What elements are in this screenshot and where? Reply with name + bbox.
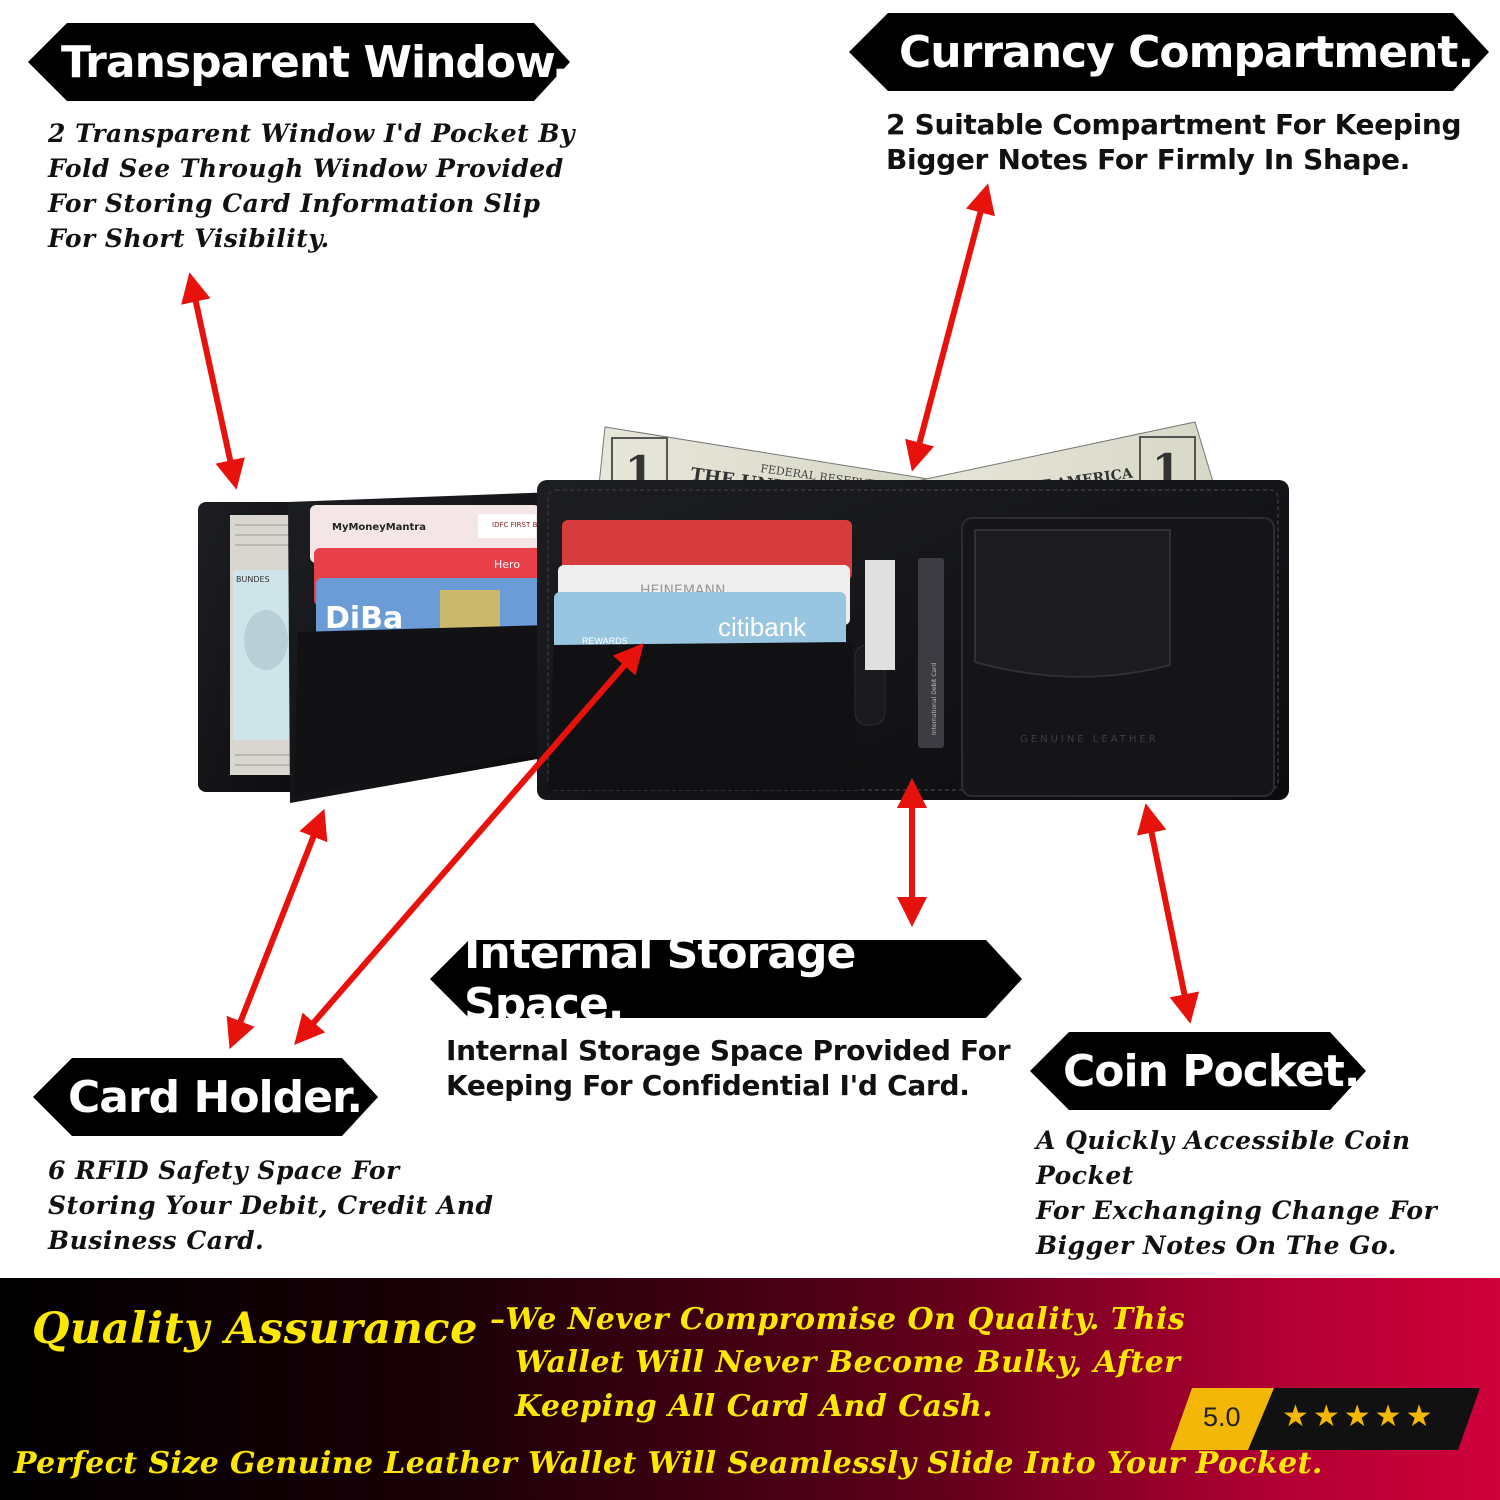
arrow-coin-pocket — [1136, 803, 1200, 1024]
coin-pocket-description: A Quickly Accessible Coin Pocket For Exc… — [1036, 1123, 1500, 1263]
arrow-transparent-window — [181, 272, 245, 490]
currency-compartment-description: 2 Suitable Compartment For Keeping Bigge… — [886, 107, 1462, 177]
desc-line: A Quickly Accessible Coin Pocket — [1036, 1126, 1411, 1190]
arrow-card-holder — [226, 808, 328, 1050]
internal-card — [918, 558, 944, 748]
card-holder-banner: Card Holder. — [33, 1058, 378, 1136]
coin-pocket-title: Coin Pocket. — [1063, 1045, 1360, 1097]
quality-line-1: –We Never Compromise On Quality. This — [490, 1302, 1186, 1337]
transparent-window-description: 2 Transparent Window I'd Pocket By Fold … — [48, 116, 575, 256]
desc-line: Fold See Through Window Provided — [48, 154, 564, 183]
desc-line: 2 Transparent Window I'd Pocket By — [48, 119, 576, 148]
card-label: citibank — [718, 612, 807, 642]
coin-pocket-banner: Coin Pocket. — [1030, 1032, 1366, 1110]
coin-pocket-flap — [974, 529, 1171, 678]
quality-assurance-band: Quality Assurance –We Never Compromise O… — [0, 1278, 1500, 1500]
desc-line: Bigger Notes For Firmly In Shape. — [886, 143, 1410, 176]
card-label: REWARDS — [582, 636, 628, 646]
card-label: MyMoneyMantra — [332, 522, 426, 533]
desc-line: For Short Visibility. — [48, 224, 330, 253]
genuine-leather-stamp: GENUINE LEATHER — [1020, 734, 1159, 745]
desc-line: Storing Your Debit, Credit And — [48, 1191, 494, 1220]
quality-line-3: Keeping All Card And Cash. — [515, 1389, 994, 1424]
transparent-window-title: Transparent Window. — [61, 36, 569, 88]
transparent-window-banner: Transparent Window. — [28, 23, 570, 101]
card-label: Hero — [494, 558, 520, 571]
desc-line: 6 RFID Safety Space For — [48, 1156, 400, 1185]
card-holder-title: Card Holder. — [68, 1071, 363, 1123]
quality-assurance-title: Quality Assurance — [32, 1304, 478, 1354]
card-label: IDFC FIRST Bank — [492, 521, 551, 529]
quality-tagline: Perfect Size Genuine Leather Wallet Will… — [14, 1446, 1323, 1481]
internal-storage-banner: Internal Storage Space. — [430, 928, 1022, 1030]
star-icons: ★★★★★ — [1282, 1399, 1437, 1434]
id-card-text: BUNDES — [236, 575, 270, 584]
quality-line-2: Wallet Will Never Become Bulky, After — [515, 1345, 1181, 1380]
desc-line: 2 Suitable Compartment For Keeping — [886, 108, 1462, 141]
desc-line: Business Card. — [48, 1226, 265, 1255]
arrow-card-holder-2 — [294, 642, 644, 1046]
currency-compartment-title: Currancy Compartment. — [899, 26, 1474, 78]
arrow-currency — [905, 183, 995, 472]
rating-badge: 5.0 ★★★★★ — [1170, 1388, 1480, 1450]
main-wallet-body: HEINEMANN citibank REWARDS International… — [537, 480, 1289, 800]
rating-score: 5.0 — [1203, 1402, 1241, 1432]
desc-line: For Storing Card Information Slip — [48, 189, 541, 218]
card-holder-description: 6 RFID Safety Space For Storing Your Deb… — [48, 1153, 493, 1258]
currency-compartment-banner: Currancy Compartment. — [849, 13, 1489, 91]
desc-line: Keeping For Confidential I'd Card. — [446, 1069, 970, 1102]
desc-line: Bigger Notes On The Go. — [1036, 1231, 1397, 1260]
internal-storage-title: Internal Storage Space. — [464, 928, 856, 1030]
desc-line: For Exchanging Change For — [1036, 1196, 1438, 1225]
card-label: International Debit Card — [931, 663, 938, 735]
